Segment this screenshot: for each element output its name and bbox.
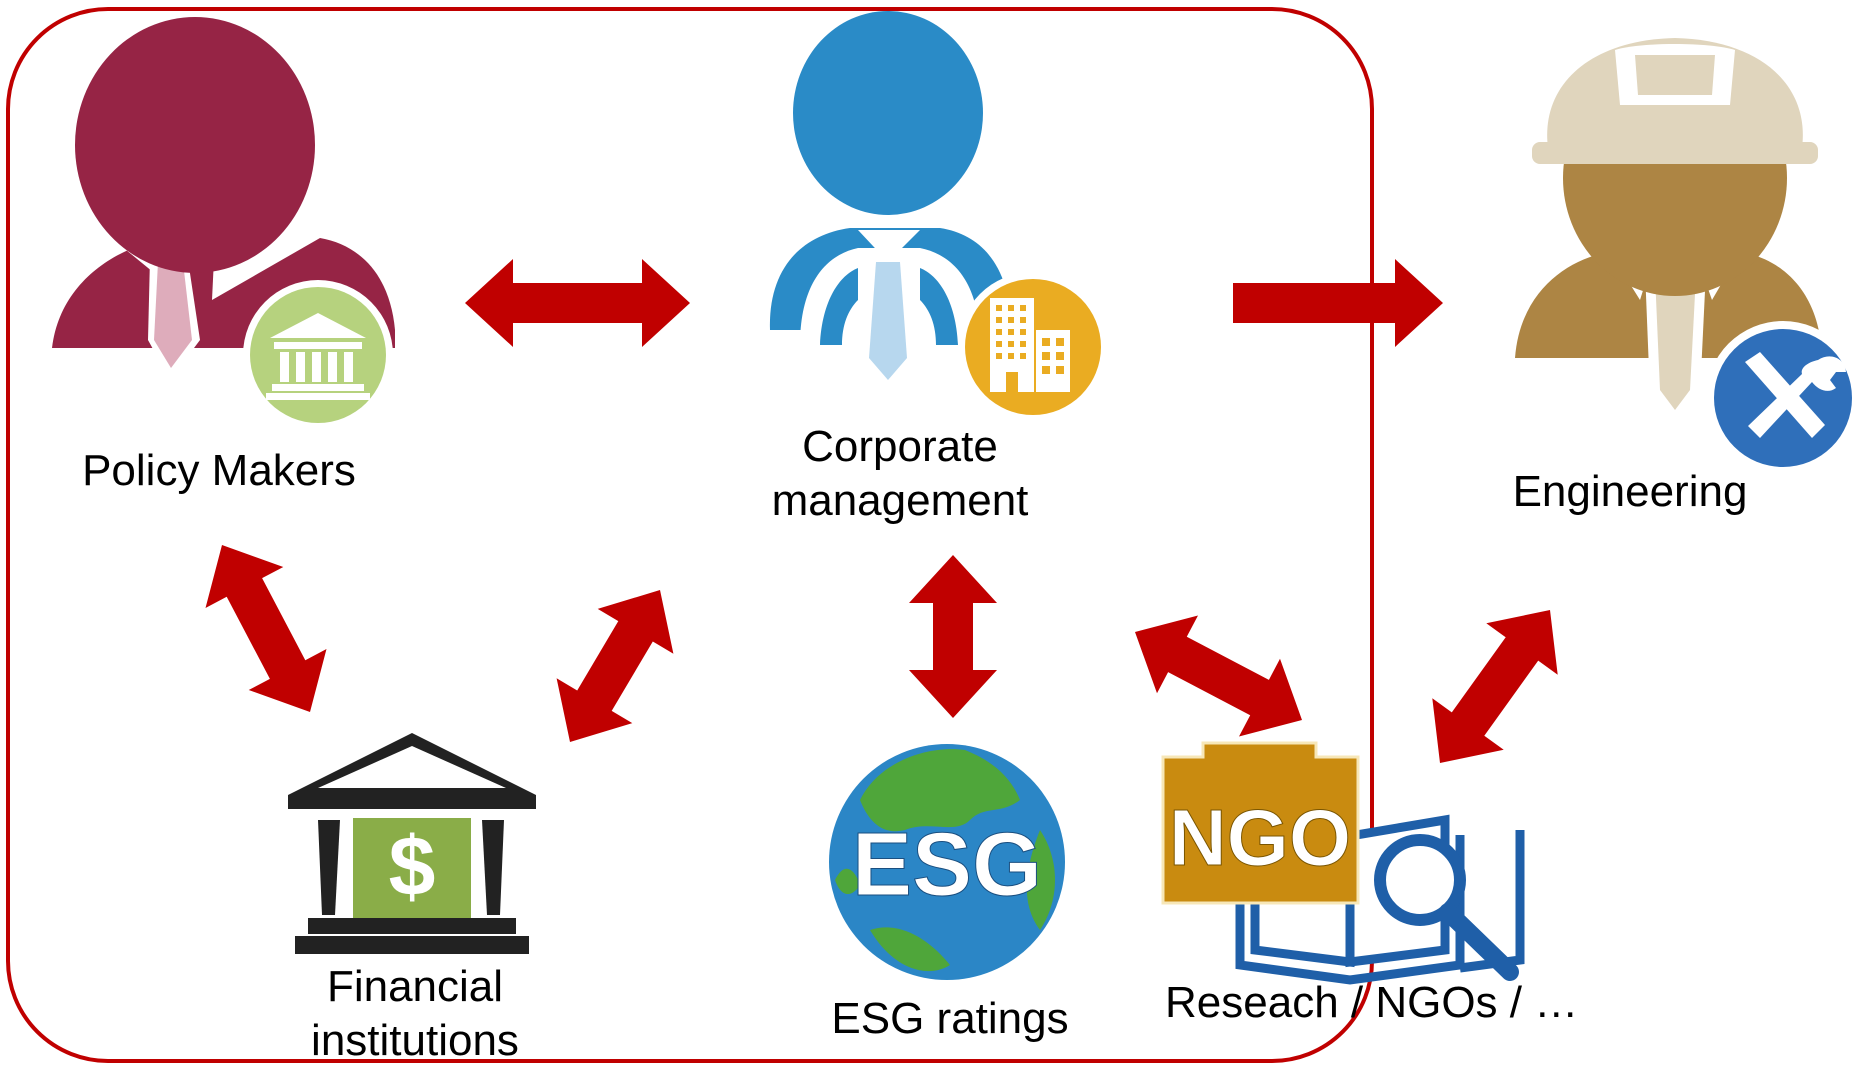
arrow-policy-makers-to-financial-institutions bbox=[205, 545, 327, 712]
arrow-corporate-management-to-esg-ratings bbox=[909, 555, 997, 718]
corporate-management-label-line1: Corporate bbox=[802, 422, 998, 471]
tools-wrench-screwdriver-icon bbox=[1706, 321, 1859, 475]
arrow-engineering-to-research bbox=[1432, 610, 1558, 763]
boundary-frame bbox=[6, 7, 1374, 1063]
financial-institutions-label: Financial institutions bbox=[290, 960, 540, 1068]
arrow-policy-makers-to-corporate-management bbox=[465, 259, 690, 347]
arrows-layer bbox=[205, 259, 1558, 763]
engineering-label: Engineering bbox=[1512, 467, 1748, 516]
office-building-icon bbox=[958, 272, 1108, 422]
esg-ratings-label: ESG ratings bbox=[831, 994, 1069, 1043]
financial-institutions-label-line1: Financial bbox=[326, 962, 504, 1011]
research-ngos-label: Reseach / NGOs / … bbox=[1165, 978, 1579, 1027]
corporate-management-label: Corporate management bbox=[740, 420, 1060, 528]
financial-institutions-label-line2: institutions bbox=[311, 1016, 519, 1065]
esg-globe-text: ESG bbox=[852, 815, 1042, 915]
arrow-financial-institutions-to-corporate-management bbox=[556, 590, 674, 742]
arrow-corporate-management-to-engineering bbox=[1233, 259, 1443, 347]
policy-makers-label: Policy Makers bbox=[82, 446, 356, 495]
policy-maker-person-icon bbox=[52, 17, 395, 380]
ngo-puzzle-icon: NGO bbox=[1161, 741, 1360, 905]
svg-text:$: $ bbox=[389, 819, 436, 913]
bank-dollar-icon: $ bbox=[288, 733, 536, 954]
ngo-icon-text: NGO bbox=[1169, 793, 1351, 882]
corporate-management-label-line2: management bbox=[771, 476, 1029, 525]
arrow-corporate-management-to-research bbox=[1135, 615, 1302, 737]
government-building-icon bbox=[243, 280, 393, 430]
manager-person-icon bbox=[769, 11, 1012, 390]
esg-globe-icon: ESG bbox=[829, 744, 1065, 980]
